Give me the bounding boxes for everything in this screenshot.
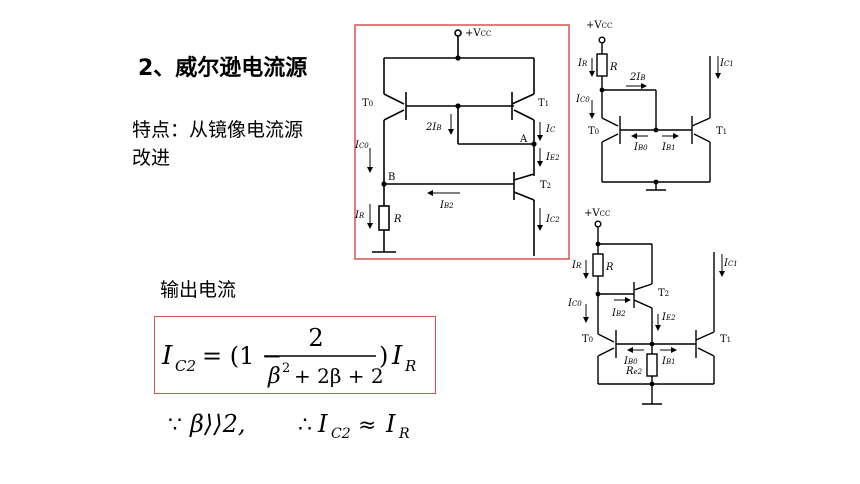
formula-den-beta: β [267, 364, 281, 389]
formula-rhs-sub: R [404, 357, 416, 375]
svg-text:IB0: IB0 [633, 142, 648, 153]
svg-text:IR: IR [354, 210, 365, 221]
formula-lhs-i: I [161, 341, 173, 371]
svg-text:IB2: IB2 [611, 308, 626, 319]
svg-text:IE2: IE2 [545, 152, 560, 163]
svg-text:Re2: Re2 [625, 366, 643, 377]
svg-text:T0: T0 [588, 126, 599, 137]
svg-text:2IB: 2IB [629, 72, 645, 83]
svg-text:IB1: IB1 [661, 142, 676, 153]
cond-sub: C2 [331, 426, 351, 442]
improved-mirror-diagram: +VCC IR R IC1 T2 IC0 IB2 IE2 T0 T1 IB0 I… [567, 208, 738, 405]
svg-text:+VCC: +VCC [584, 208, 610, 219]
svg-text:T1: T1 [538, 98, 549, 109]
svg-text:IC0: IC0 [567, 298, 582, 309]
svg-text:+VCC: +VCC [586, 20, 612, 31]
cond-because: ∵ [168, 413, 182, 438]
feature-text: 特点：从镜像电流源 改进 [132, 116, 332, 172]
svg-text:IC1: IC1 [723, 258, 738, 269]
cond-sub2: R [398, 426, 410, 442]
condition-formula: ∵ β⟩⟩2, ∴ I C2 ≈ I R [168, 410, 410, 442]
formula-den-exp: 2 [282, 361, 290, 376]
svg-text:IE2: IE2 [661, 312, 676, 323]
circuit-frame [354, 24, 570, 260]
formula-lhs-sub: C2 [175, 357, 196, 375]
feature-line-1: 特点：从镜像电流源 [132, 119, 304, 141]
formula-box [154, 316, 436, 394]
svg-text:R: R [605, 262, 614, 273]
svg-text:IC1: IC1 [719, 58, 734, 69]
formula-close: ) [379, 342, 388, 370]
formula-numerator: 2 [308, 324, 323, 352]
svg-text:+VCC: +VCC [465, 28, 491, 39]
svg-text:T1: T1 [720, 334, 731, 345]
svg-text:T2: T2 [540, 180, 551, 191]
cond-beta: β⟩⟩2, [189, 410, 246, 438]
svg-text:IC: IC [545, 124, 556, 135]
current-mirror-diagram: +VCC IR R 2IB IC0 IC1 T0 T1 IB0 IB1 [575, 20, 734, 191]
svg-text:R: R [609, 62, 618, 73]
svg-text:B: B [388, 172, 395, 183]
svg-text:IR: IR [571, 260, 582, 271]
svg-text:IR: IR [577, 58, 588, 69]
svg-text:IB0: IB0 [623, 356, 638, 367]
cond-therefore: ∴ [298, 413, 312, 438]
main-formula: I C2 = (1 − 2 β 2 + 2β + 2 ) I R [161, 324, 416, 389]
slide-title: 2、威尔逊电流源 [138, 56, 308, 81]
svg-text:2IB: 2IB [425, 122, 441, 133]
svg-text:IC0: IC0 [354, 140, 369, 151]
wilson-circuit-diagram: +VCC T0 T1 T2 2IB IC0 IC IE2 IB2 IR R IC… [354, 24, 570, 260]
svg-text:T2: T2 [658, 288, 669, 299]
cond-approx: ≈ [358, 413, 376, 438]
feature-line-2: 改进 [132, 147, 171, 169]
svg-text:T1: T1 [716, 126, 727, 137]
cond-i2: I [385, 410, 396, 438]
svg-text:IB1: IB1 [661, 356, 676, 367]
svg-text:R: R [393, 214, 402, 225]
svg-text:T0: T0 [582, 334, 593, 345]
svg-text:IC0: IC0 [575, 94, 590, 105]
formula-den-rest: + 2β + 2 [294, 364, 384, 388]
svg-text:A: A [519, 134, 528, 145]
cond-i: I [317, 410, 328, 438]
output-current-label: 输出电流 [160, 279, 237, 301]
svg-text:IB2: IB2 [439, 200, 454, 211]
formula-rhs-i: I [391, 341, 403, 371]
svg-text:T0: T0 [362, 98, 373, 109]
svg-text:IC2: IC2 [545, 214, 560, 225]
